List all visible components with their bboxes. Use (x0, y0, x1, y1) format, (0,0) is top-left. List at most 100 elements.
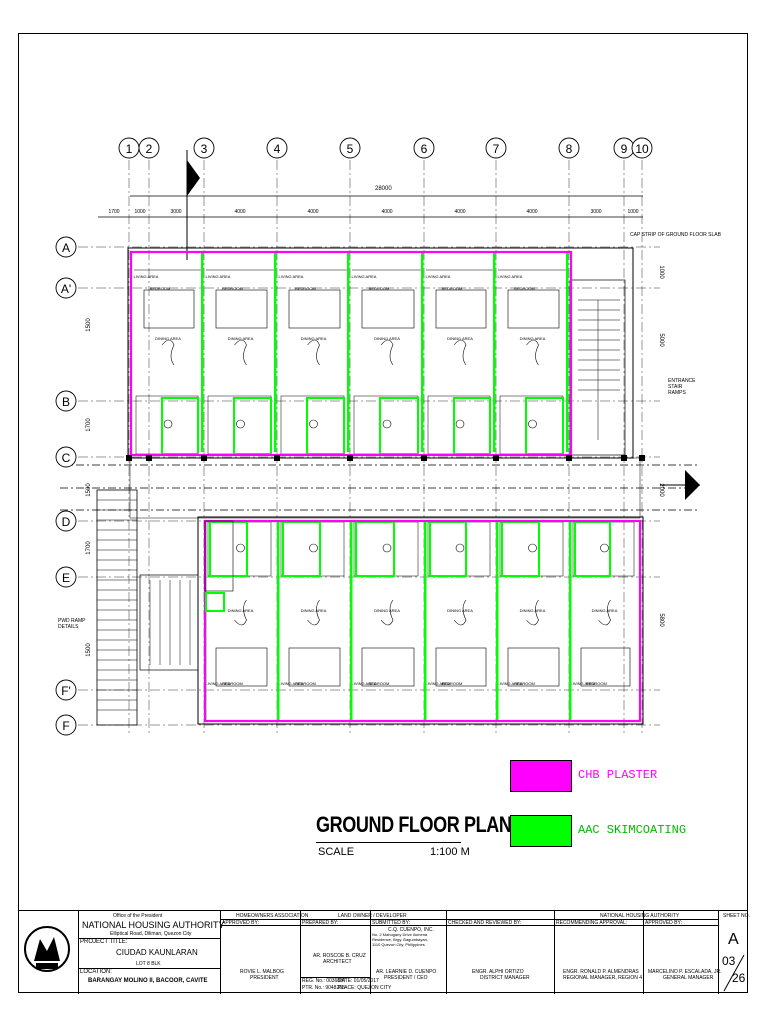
label-living-bottom-2: LIVING AREA (352, 681, 377, 686)
label-bedroom-top-2: BEDROOM (295, 286, 316, 291)
aac-wall-bottom-5 (569, 520, 572, 720)
bay-dimension-1: 1000 (134, 209, 145, 215)
door-swing-bottom-4 (526, 599, 539, 626)
grid-label-col-8: 8 (566, 142, 573, 156)
tb-checker-role: DISTRICT MANAGER (480, 975, 530, 981)
tb-prc-label: REG. No.: (302, 978, 325, 984)
tb-place-label: PLACE: (338, 985, 356, 991)
bed-bottom-1 (288, 647, 341, 687)
label-dining-top-2: DINING AREA (301, 336, 327, 341)
door-swing-top-5 (526, 339, 539, 366)
chb-wall-bottom (203, 519, 642, 723)
grid-bubble-row-2 (55, 390, 77, 412)
label-living-top-5: LIVING AREA (498, 274, 523, 279)
scale-label: SCALE (318, 846, 355, 858)
bed-top-4 (435, 289, 487, 329)
tb-place-value: QUEZON CITY (357, 985, 392, 991)
bed-top-5 (507, 289, 560, 329)
tb-ptr-value: 9048258 (325, 985, 345, 991)
bay-dimension-6: 4000 (454, 209, 465, 215)
bay-dimension-7: 4000 (526, 209, 537, 215)
door-swing-bottom-2 (380, 599, 394, 626)
tb-office: Office of the President (113, 913, 163, 919)
column-post-0 (126, 455, 132, 461)
scale-value: 1:100 M (430, 846, 470, 858)
aac-toilet-top-2 (306, 397, 345, 455)
label-bedroom-top-4: BEDROOM (442, 286, 463, 291)
aac-corner (205, 592, 225, 612)
door-swing-bottom-3 (453, 599, 467, 626)
bed-bottom-5 (580, 647, 631, 687)
title-block: Office of the President NATIONAL HOUSING… (18, 910, 750, 994)
label-dining-top-0: DINING AREA (155, 336, 181, 341)
left-dimension-3: 1700 (86, 541, 92, 555)
tb-ptr-label: PTR. No.: (302, 985, 324, 991)
aac-wall-bottom-1 (277, 520, 280, 720)
label-bedroom-bottom-4: BEDROOM (514, 681, 535, 686)
bay-dimension-9: 1000 (627, 209, 638, 215)
toilet-block-bottom-3 (427, 521, 491, 577)
door-swing-top-4 (453, 339, 467, 366)
label-dining-bottom-4: DINING AREA (520, 608, 546, 613)
label-dining-bottom-5: DINING AREA (592, 608, 618, 613)
tb-sheet-label: SHEET NO. (723, 913, 750, 919)
tb-project-label: PROJECT TITLE: (80, 939, 128, 945)
tb-prc-value: 0036887 (326, 978, 346, 984)
wc-bottom-4 (528, 543, 537, 553)
column-post-8 (621, 455, 627, 461)
label-living-bottom-0: LIVING AREA (206, 681, 231, 686)
grid-bubble-col-8 (558, 137, 580, 159)
legend-swatch-chb (510, 760, 572, 792)
right-dimension-0: 1000 (658, 265, 664, 279)
sheet-divider-icon (723, 954, 745, 992)
door-swing-top-0 (161, 339, 175, 366)
wc-bottom-3 (455, 543, 465, 553)
grid-bubble-row-5 (55, 566, 77, 588)
tb-developer: C.Q. CUENPO, INC. (388, 927, 434, 933)
overall-dimension: 28000 (375, 186, 392, 192)
aac-toilet-bottom-0 (209, 521, 248, 577)
label-bedroom-bottom-1: BEDROOM (295, 681, 316, 686)
tb-hoa-header: HOMEOWNERS ASSOCIATION (236, 913, 309, 919)
grid-label-row-3: C (62, 451, 71, 465)
grid-label-col-1: 1 (126, 142, 133, 156)
grid-bubble-row-6 (55, 679, 77, 701)
tb-checked-by: CHECKED AND REVIEWED BY: (448, 920, 522, 926)
aac-wall-bottom-3 (424, 520, 427, 720)
label-dining-bottom-1: DINING AREA (301, 608, 327, 613)
label-living-top-2: LIVING AREA (279, 274, 304, 279)
label-bedroom-top-0: BEDROOM (150, 286, 171, 291)
toilet-block-top-0 (135, 395, 199, 455)
plan-title: GROUND FLOOR PLAN (316, 812, 512, 837)
left-dimension-2: 1500 (86, 483, 92, 497)
bed-top-1 (215, 289, 268, 329)
tb-agency-address: Elliptical Road, Diliman, Quezon City (110, 931, 192, 937)
toilet-block-bottom-4 (499, 521, 564, 577)
tb-developer-address: No. 2 Mahogany Drive Ilumena Residence, … (372, 933, 428, 948)
aac-toilet-bottom-3 (429, 521, 467, 577)
wc-bottom-1 (309, 543, 318, 553)
grid-label-col-5: 5 (347, 142, 354, 156)
left-dimension-0: 1500 (86, 318, 92, 332)
aac-wall-top-2 (347, 252, 350, 452)
tb-recommending: RECOMMENDING APPROVAL: (556, 920, 628, 926)
grid-bubble-col-3 (193, 137, 215, 159)
bed-bottom-0 (215, 647, 268, 687)
tb-prepared-by: PREPARED BY: (302, 920, 339, 926)
tb-approver-role: GENERAL MANAGER (663, 975, 714, 981)
wc-top-5 (528, 419, 537, 429)
aac-toilet-bottom-4 (501, 521, 540, 577)
tb-architect: AR. ROSCOE B. CRUZ (313, 953, 366, 959)
tb-date-label: DATE: (338, 978, 353, 984)
column-post-3 (274, 455, 280, 461)
bay-dimension-5: 4000 (381, 209, 392, 215)
aac-toilet-top-3 (379, 397, 419, 455)
column-post-7 (566, 455, 572, 461)
wc-bottom-5 (600, 543, 609, 553)
grid-label-col-3: 3 (201, 142, 208, 156)
grid-label-row-4: D (62, 515, 71, 529)
toilet-block-bottom-5 (572, 521, 635, 577)
grid-bubble-row-7 (55, 714, 77, 736)
legend-label-aac: AAC SKIMCOATING (578, 823, 687, 837)
